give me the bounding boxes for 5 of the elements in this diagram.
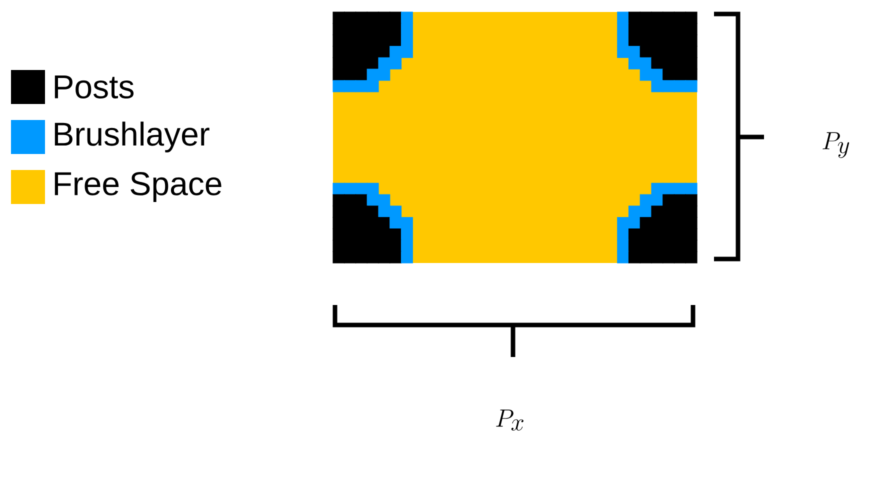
dimension-label: $P_x$ [496, 410, 524, 431]
legend-label: Posts [54, 75, 134, 99]
dimension-label: $P_y$ [822, 132, 850, 158]
legend-label: Free Space [54, 172, 222, 202]
legend-label: Brushlayer [54, 122, 210, 152]
